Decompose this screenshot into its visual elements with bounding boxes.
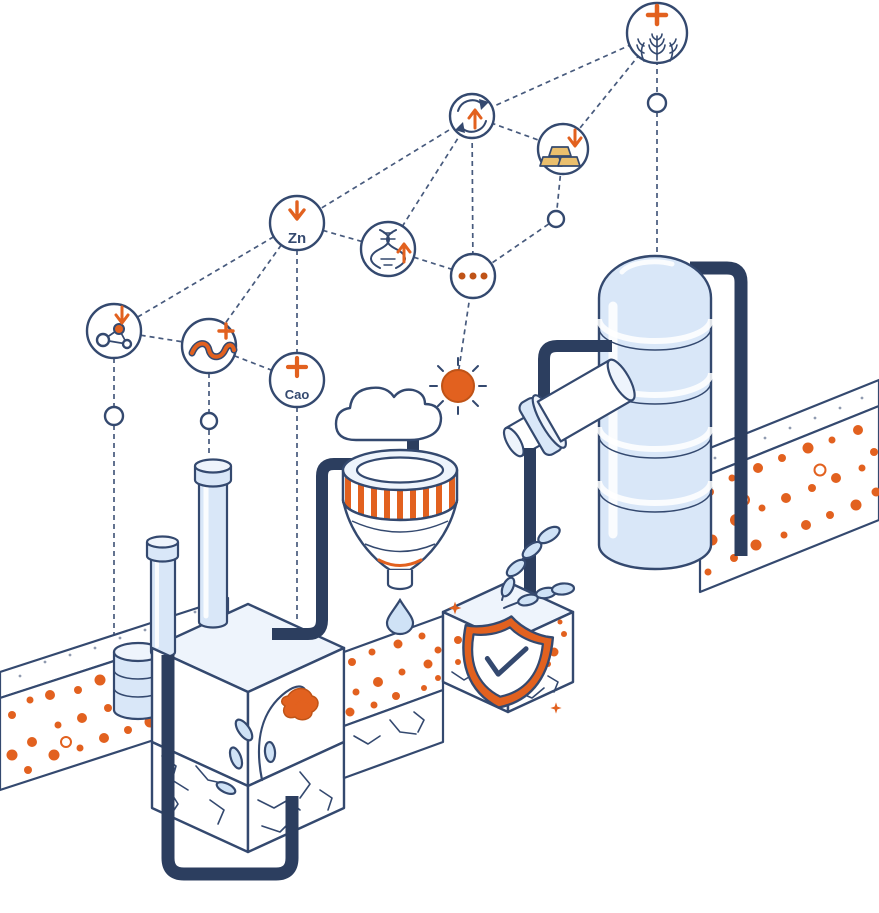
- worm-plus-icon: [188, 322, 238, 361]
- storage-tank: [596, 254, 714, 571]
- cao-label: Cao: [285, 387, 310, 402]
- checkmark-icon: [484, 646, 529, 677]
- wheat-plus-icon: [636, 33, 678, 62]
- badge-zinc-decrease: Zn: [268, 194, 326, 252]
- badge-cao-increase: Cao: [268, 351, 326, 409]
- chimney-small: [145, 535, 180, 659]
- gold-bars-down-icon: [539, 128, 583, 167]
- horizontal-vessel: [502, 358, 636, 458]
- sun-icon: [429, 357, 487, 415]
- badge-more-indicators: [449, 252, 497, 300]
- wilted-plant: [215, 685, 319, 795]
- plus-icon: [645, 3, 669, 27]
- cloud-icon: [334, 386, 443, 442]
- soil-panel-center: [342, 614, 445, 780]
- dna-up-icon: [370, 229, 412, 269]
- sparkles: [448, 601, 563, 714]
- pebbles: [345, 632, 442, 717]
- ellipsis-icon: [458, 272, 488, 280]
- soil-cracks: [353, 711, 425, 745]
- badge-worm-increase: [180, 317, 238, 375]
- molecule-down-icon: [95, 305, 133, 350]
- badge-minerals-decrease: [536, 122, 590, 176]
- funnel: [341, 448, 459, 591]
- network-dots: [103, 92, 668, 431]
- pipe-left-riser: [272, 458, 352, 640]
- pipe-frame: [161, 655, 299, 881]
- water-drop-icon: [385, 597, 415, 636]
- cao-plus-icon: Cao: [285, 355, 310, 402]
- tank-outlet-pipe: [690, 261, 748, 556]
- soil-strip-right: [698, 378, 879, 594]
- chimney-large: [193, 458, 233, 629]
- factory: [145, 458, 346, 854]
- shield-check: [462, 615, 555, 709]
- zinc-down-icon: Zn: [288, 200, 306, 247]
- badge-wheat-increase: [625, 1, 689, 65]
- zinc-label: Zn: [288, 230, 306, 247]
- tank-feed-pipe: [538, 340, 612, 430]
- growing-branches: [500, 525, 576, 609]
- cycle-up-icon: [455, 99, 489, 133]
- badge-dna-increase: [359, 220, 417, 278]
- badge-cycle-increase: [448, 92, 496, 140]
- badge-molecule-decrease: [85, 302, 143, 360]
